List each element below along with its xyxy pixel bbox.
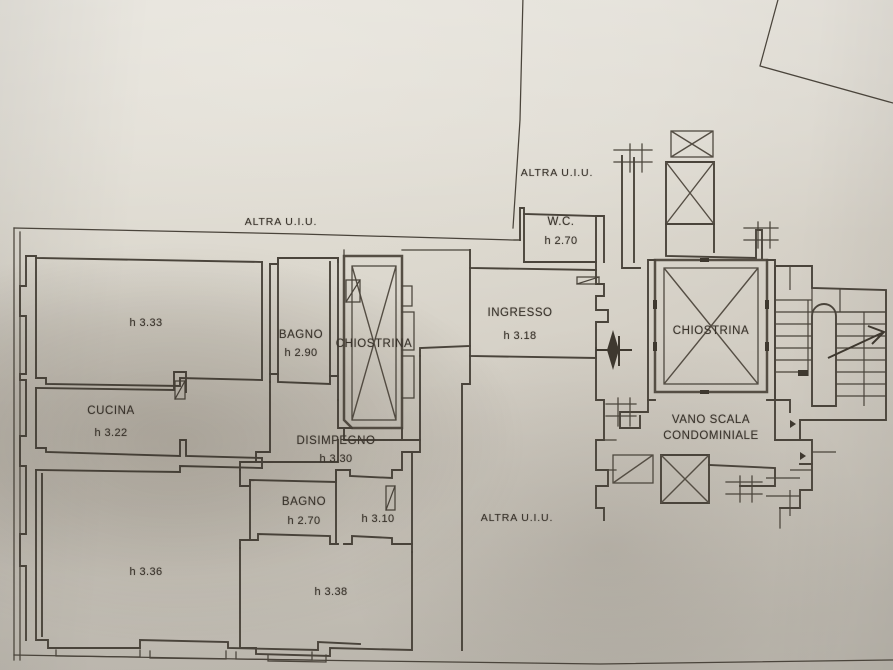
label-disimpegno-name: DISIMPEGNO <box>296 435 376 447</box>
label-corridor-h310: h 3.10 <box>361 513 395 525</box>
disimpegno-and-lower-core <box>240 382 420 662</box>
label-wc-height: h 2.70 <box>544 235 578 247</box>
label-room-h333: h 3.33 <box>129 317 163 329</box>
property-boundary-vertical <box>513 0 523 228</box>
label-cucina-name: CUCINA <box>87 405 135 417</box>
label-bagno-upper-height: h 2.90 <box>284 347 318 359</box>
label-altra-uiu-left: ALTRA U.I.U. <box>244 216 318 228</box>
label-chiostrina-right: CHIOSTRINA <box>672 325 750 337</box>
label-vano-scala-line1: VANO SCALA <box>671 414 751 426</box>
label-bagno-lower-height: h 2.70 <box>287 515 321 527</box>
label-ingresso-name: INGRESSO <box>487 307 553 319</box>
lower-right-shafts <box>613 455 775 503</box>
adjacent-building-corner <box>760 0 893 103</box>
label-disimpegno-height: h 3.30 <box>319 453 353 465</box>
label-vano-scala-line2: CONDOMINIALE <box>663 430 759 442</box>
label-wc-name: W.C. <box>547 216 575 228</box>
bagno-upper-walls <box>270 258 338 400</box>
label-cucina-height: h 3.22 <box>94 427 128 439</box>
label-bagno-lower-name: BAGNO <box>281 496 327 508</box>
label-altra-uiu-top: ALTRA U.I.U. <box>520 167 594 179</box>
label-room-h336: h 3.36 <box>129 566 163 578</box>
label-bagno-upper-name: BAGNO <box>278 329 324 341</box>
upper-unit-boundary <box>14 228 520 660</box>
chiostrina-right <box>606 258 790 428</box>
chiostrina-center <box>338 250 470 440</box>
label-chiostrina-center: CHIOSTRINA <box>335 338 413 350</box>
label-altra-uiu-bottom: ALTRA U.I.U. <box>480 512 554 524</box>
communal-staircase <box>766 266 886 528</box>
entrance-zone-walls <box>420 208 632 650</box>
label-ingresso-height: h 3.18 <box>503 330 537 342</box>
label-room-h338: h 3.38 <box>314 586 348 598</box>
upper-right-shafts <box>614 131 778 268</box>
left-apartment-walls <box>14 256 893 664</box>
